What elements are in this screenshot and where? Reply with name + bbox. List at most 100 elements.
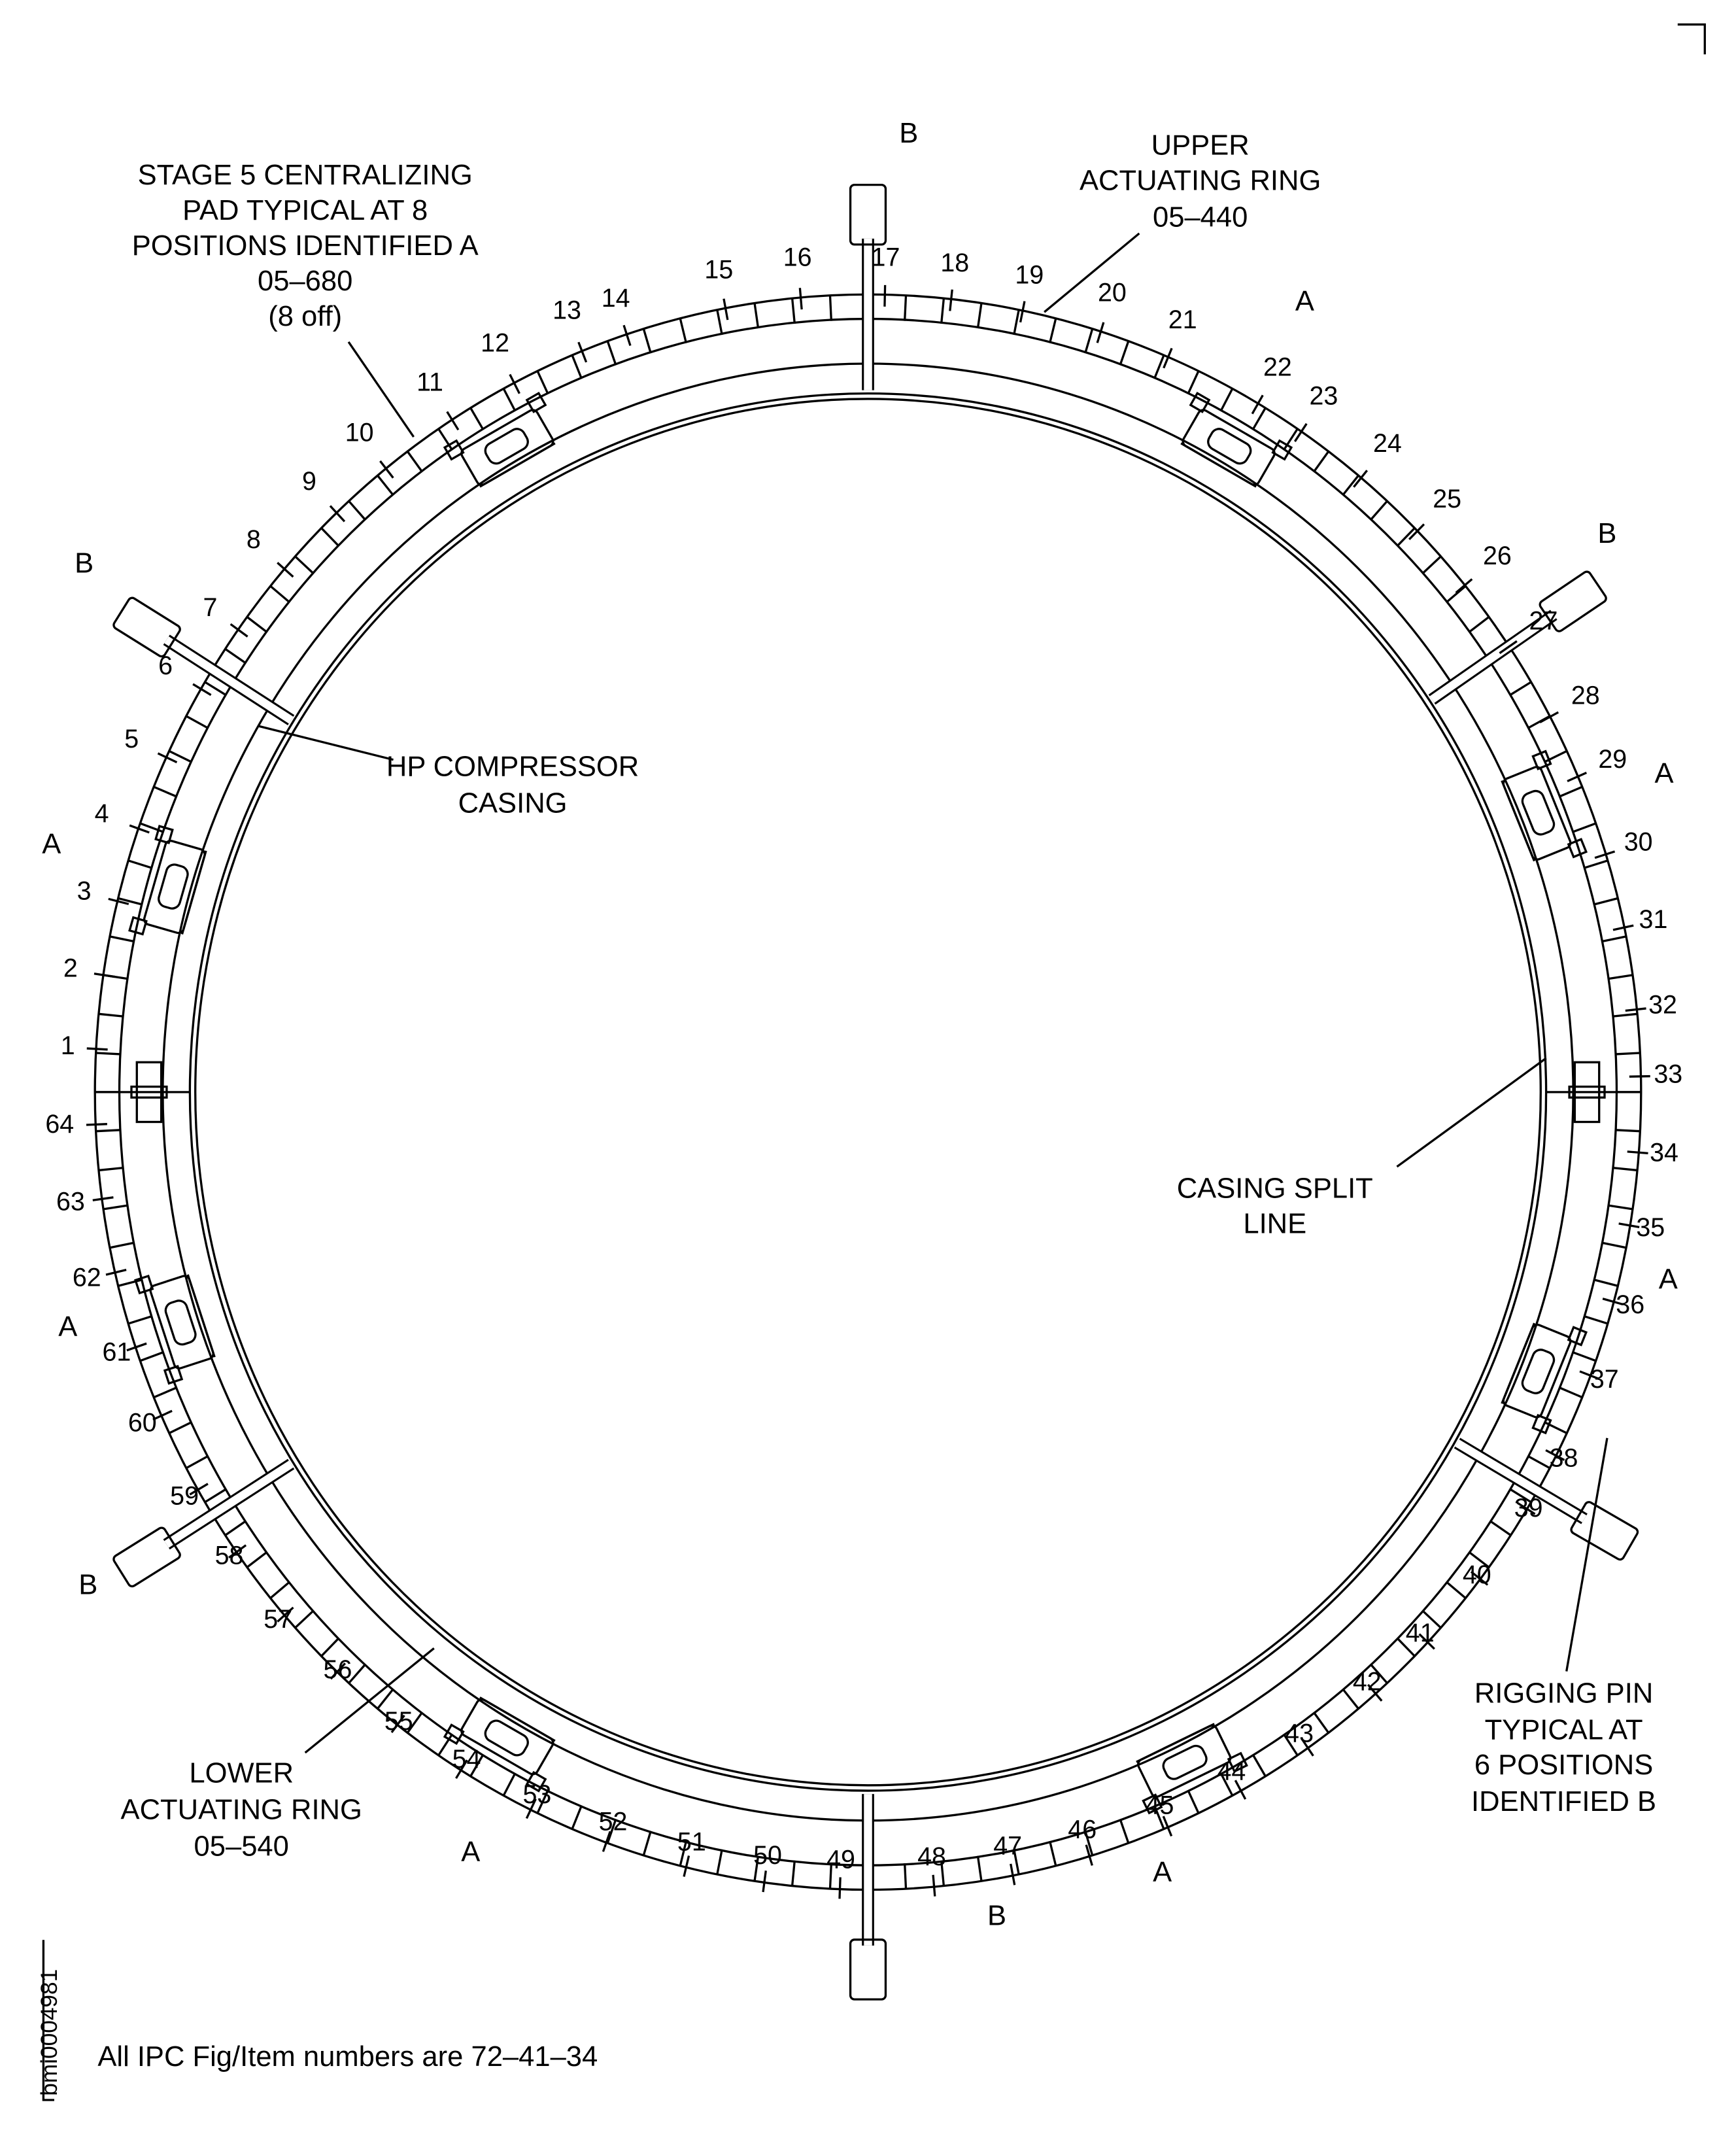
ring-segment-tick [903, 1863, 908, 1889]
ring-segment-tick [109, 1241, 135, 1249]
ring-segment-tick [98, 1012, 124, 1018]
lower-ring-line2: ACTUATING RING [121, 1795, 362, 1826]
ring-segment-tick [1119, 1818, 1130, 1844]
ring-segment-tick [139, 822, 164, 833]
item-number-12: 12 [481, 328, 509, 357]
ring-inner-edge [162, 362, 1574, 1822]
ring-segment-tick [1593, 1279, 1618, 1287]
item-number-42: 42 [1353, 1668, 1382, 1696]
ring-segment-tick [269, 585, 290, 604]
ring-segment-tick [377, 1688, 394, 1710]
item-number-38: 38 [1550, 1443, 1578, 1472]
item-leader [577, 341, 588, 363]
ring-segment-tick [1446, 1581, 1467, 1599]
ring-segment-tick [1489, 1520, 1512, 1536]
centralizing-pad [1501, 1322, 1588, 1435]
ring-segment-tick [348, 500, 367, 521]
item-leader [798, 288, 803, 310]
item-leader [126, 1342, 147, 1352]
item-leader [1612, 924, 1634, 931]
centralizing-pad [1136, 1723, 1248, 1815]
item-leader [390, 1714, 405, 1733]
upper-ring-line1: UPPER [1151, 130, 1250, 162]
split-line-callout: CASING SPLIT LINE [1177, 1057, 1547, 1240]
drawing-id-bracket [42, 1940, 54, 2101]
ring-segment-tick [118, 1279, 143, 1287]
marker-b: B [899, 118, 918, 149]
bolt-icon [1142, 1793, 1163, 1815]
rigging-pin-handle [1539, 570, 1607, 632]
ring-segment-tick [224, 647, 247, 664]
ring-mid-edge [118, 317, 1618, 1867]
item-number-63: 63 [56, 1187, 85, 1216]
item-number-57: 57 [264, 1605, 292, 1634]
bolt-icon [1531, 1413, 1552, 1435]
item-leader [228, 1544, 247, 1559]
item-leader [509, 373, 520, 394]
ring-segment-tick [642, 328, 652, 354]
marker-b: B [987, 1900, 1006, 1931]
ring-segment-tick [168, 749, 192, 763]
item-leader [1594, 850, 1616, 859]
item-number-64: 64 [45, 1110, 74, 1139]
ring-segment-tick [1312, 1712, 1330, 1734]
marker-b: B [75, 547, 94, 579]
marker-b: B [78, 1569, 97, 1600]
ring-segment-tick [437, 428, 454, 451]
rigging-pin-line3: 6 POSITIONS [1474, 1749, 1653, 1781]
bolt-icon [134, 1274, 154, 1295]
ring-segment-tick [1396, 1637, 1416, 1657]
ring-segment-tick [1608, 1204, 1633, 1211]
ring-segment-tick [294, 1609, 315, 1629]
ring-segment-tick [1612, 1166, 1638, 1172]
ring-segment-tick [224, 1520, 247, 1536]
bolt-icon [525, 1770, 547, 1793]
rigging-pin-handle [849, 183, 887, 246]
stage5-pad-line5: (8 off) [268, 301, 342, 332]
item-leader [1455, 578, 1473, 594]
ring-segment-tick [1421, 1609, 1442, 1629]
ring-segment-tick [109, 935, 135, 943]
pad-markers-a: A A A A A A A [42, 286, 1678, 1888]
item-number-22: 22 [1263, 353, 1292, 382]
item-number-59: 59 [170, 1481, 199, 1510]
ring-segment-tick [1342, 475, 1359, 496]
item-number-43: 43 [1285, 1719, 1314, 1747]
bolt-icon [1227, 1751, 1248, 1773]
item-leader [1567, 771, 1588, 783]
item-number-53: 53 [522, 1780, 551, 1809]
ring-segment-tick [1601, 1241, 1627, 1249]
ring-segment-tick [406, 1712, 424, 1734]
item-number-54: 54 [452, 1745, 481, 1774]
item-leader [525, 1798, 537, 1819]
split-line-line2: LINE [1243, 1209, 1306, 1240]
item-leader [602, 1831, 611, 1852]
item-number-47: 47 [993, 1832, 1022, 1861]
item-leader [1618, 1222, 1640, 1228]
ring-segment-tick [153, 1386, 177, 1399]
item-number-48: 48 [917, 1842, 946, 1871]
marker-a: A [58, 1311, 77, 1343]
upper-ring-line2: ACTUATING RING [1080, 165, 1321, 197]
item-number-51: 51 [677, 1827, 706, 1856]
ring-segment-tick [320, 1637, 340, 1657]
centralizing-pad [128, 825, 207, 936]
leader-line [1396, 1057, 1547, 1168]
item-leader [1019, 301, 1026, 323]
rigging-pin-line1: RIGGING PIN [1474, 1678, 1653, 1709]
item-number-9: 9 [302, 467, 316, 496]
item-number-17: 17 [872, 243, 900, 272]
ring-segment-tick [1559, 1386, 1583, 1399]
ring-segment-tick [606, 340, 617, 366]
item-number-18: 18 [940, 249, 969, 277]
item-number-1: 1 [61, 1031, 75, 1060]
item-leader [1234, 1780, 1247, 1800]
item-number-30: 30 [1624, 828, 1653, 857]
item-number-50: 50 [753, 1841, 782, 1870]
bolt-icon [128, 916, 148, 936]
ring-segment-tick [716, 1849, 723, 1875]
item-leader [455, 1759, 468, 1780]
centralizing-pad [1501, 749, 1588, 862]
item-number-2: 2 [63, 954, 78, 983]
ring-segment-tick [168, 1421, 192, 1434]
